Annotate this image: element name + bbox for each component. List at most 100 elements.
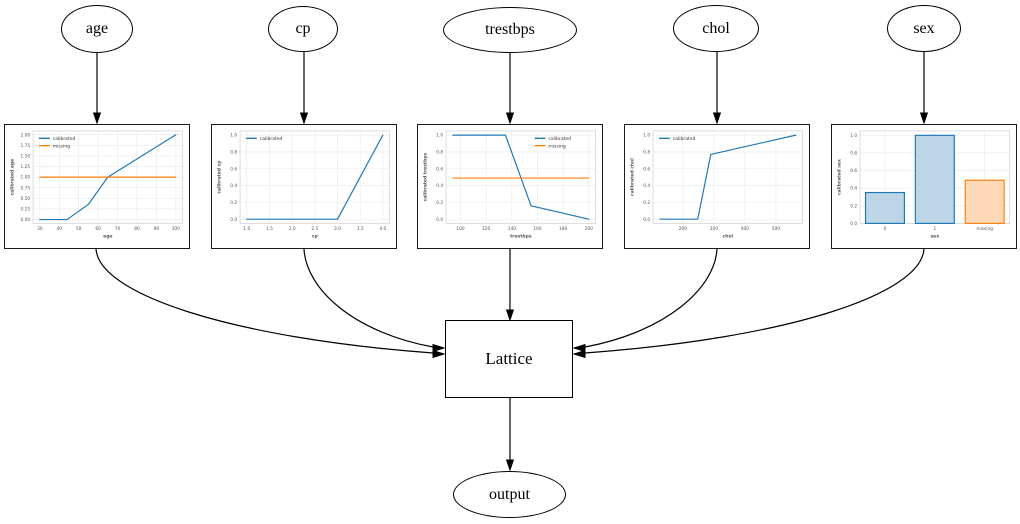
svg-text:160: 160 [533,226,541,232]
svg-text:missing: missing [548,143,565,149]
input-node-label: sex [913,19,935,37]
svg-text:0.00: 0.00 [20,217,30,223]
svg-text:1.0: 1.0 [436,133,443,139]
svg-text:trestbps: trestbps [510,234,532,240]
svg-text:100: 100 [456,226,464,232]
svg-text:0.6: 0.6 [436,166,443,172]
svg-text:1.0: 1.0 [230,133,237,139]
input-node-label: trestbps [485,21,535,38]
svg-text:cp: cp [312,235,319,240]
svg-text:200: 200 [679,226,687,232]
svg-text:90: 90 [154,226,160,232]
svg-text:1.0: 1.0 [850,133,857,139]
edge-cp-to-lattice [303,248,434,348]
svg-text:0.6: 0.6 [643,166,650,172]
lattice-node: Lattice [445,320,573,398]
arrowhead [432,343,446,353]
svg-text:missing: missing [53,143,70,149]
edge-sex-to-lattice [584,248,925,354]
svg-text:missing: missing [976,226,993,232]
svg-text:2.5: 2.5 [311,226,318,232]
svg-text:0.4: 0.4 [230,183,237,189]
arrowhead [432,349,446,359]
svg-text:0.0: 0.0 [436,217,443,223]
svg-text:140: 140 [508,226,516,232]
svg-text:2.00: 2.00 [20,132,30,138]
svg-text:calibrated: calibrated [260,136,283,142]
svg-text:calibrated: calibrated [53,136,76,142]
svg-text:0.25: 0.25 [20,207,30,213]
svg-text:180: 180 [559,226,567,232]
input-node-label: chol [702,19,730,37]
svg-text:calibrated: calibrated [548,136,571,142]
svg-text:0.2: 0.2 [850,203,857,209]
svg-text:0.2: 0.2 [230,200,237,206]
svg-text:calibrated age: calibrated age [9,159,15,196]
svg-text:chol: chol [723,234,734,240]
edge-chol-to-lattice [584,248,718,348]
svg-text:0.6: 0.6 [850,168,857,174]
svg-text:calibrated: calibrated [673,136,696,142]
svg-text:0.8: 0.8 [643,150,650,156]
svg-text:calibrated sex: calibrated sex [836,159,842,195]
svg-text:0.4: 0.4 [850,186,857,192]
svg-text:0.50: 0.50 [20,196,30,202]
svg-text:calibrated cp: calibrated cp [216,160,222,194]
input-node-chol: chol [673,5,759,52]
input-node-sex: sex [887,5,961,52]
svg-text:80: 80 [134,226,140,232]
arrowhead [505,309,515,322]
svg-text:0.2: 0.2 [436,200,443,206]
lattice-node-label: Lattice [485,349,533,368]
arrowhead [505,459,515,472]
svg-text:1.25: 1.25 [20,164,30,170]
svg-text:40: 40 [57,226,63,232]
calibrator-chart-age: 30 40 50 60 70 80 90 100 0.00 0.25 0.50 0.75 1.00 1.2… [4,124,190,249]
svg-text:3.5: 3.5 [357,226,364,232]
svg-text:0.8: 0.8 [850,151,857,157]
svg-text:0.75: 0.75 [20,185,30,191]
svg-text:0.4: 0.4 [643,183,650,189]
output-node-label: output [489,485,530,503]
svg-text:1.75: 1.75 [20,143,30,149]
arrowhead [92,112,102,125]
svg-text:1.00: 1.00 [20,175,30,181]
svg-text:30: 30 [37,226,43,232]
svg-text:age: age [103,235,112,240]
output-node: output [453,471,566,518]
arrowhead [299,112,309,125]
input-node-trestbps: trestbps [443,7,577,53]
svg-text:0.4: 0.4 [436,183,443,189]
arrowhead [572,343,586,353]
svg-text:200: 200 [585,226,593,232]
input-node-label: age [85,20,109,37]
svg-text:0.8: 0.8 [230,150,237,156]
svg-text:calibrated chol: calibrated chol [629,158,635,196]
svg-text:0.0: 0.0 [643,217,650,223]
svg-text:120: 120 [482,226,490,232]
svg-text:100: 100 [172,226,180,232]
svg-text:1.0: 1.0 [643,133,650,139]
svg-text:70: 70 [115,226,121,232]
svg-text:0.0: 0.0 [850,221,857,227]
svg-text:60: 60 [95,226,101,232]
svg-text:4.0: 4.0 [379,226,386,232]
svg-text:0.0: 0.0 [230,217,237,223]
svg-text:500: 500 [772,226,780,232]
svg-text:1.50: 1.50 [20,154,30,160]
input-node-label: cp [295,20,311,37]
svg-text:50: 50 [76,226,82,232]
arrowhead [919,112,929,125]
svg-text:400: 400 [741,226,749,232]
arrowhead [505,112,515,125]
svg-text:3.0: 3.0 [334,226,341,232]
arrowhead [712,112,722,125]
